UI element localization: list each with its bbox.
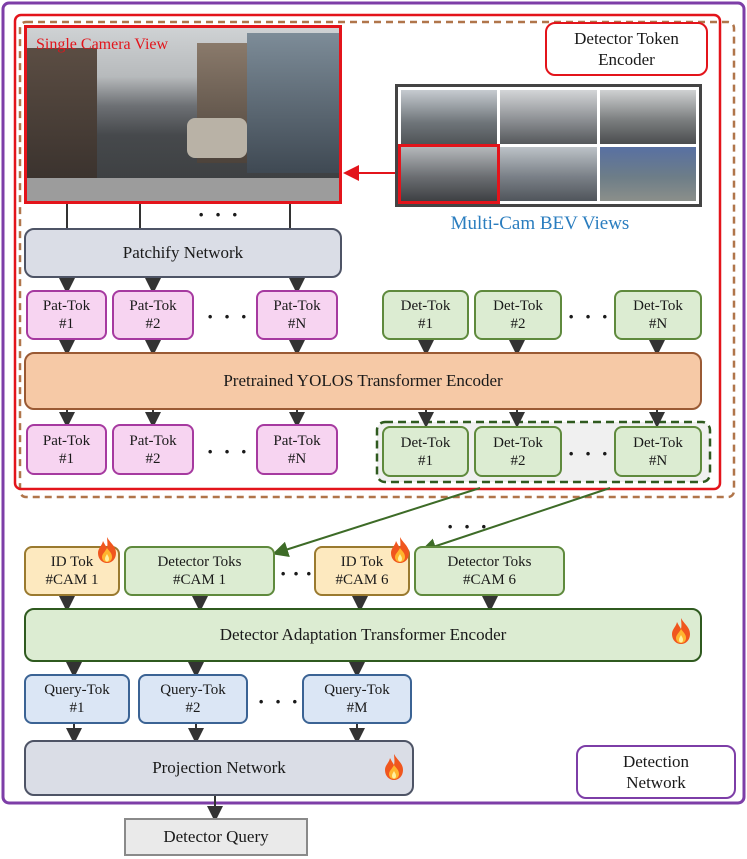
ellipsis: · · · [567,304,611,329]
detection-network-frame [1,1,746,805]
bev-thumbnail [599,147,696,201]
bev-thumbnail-selected [397,144,501,204]
query-token-m: Query-Tok #M [302,674,412,724]
det-token-2: Det-Tok #2 [474,290,562,340]
pat-token-n: Pat-Tok #N [256,290,338,340]
patchify-network: Patchify Network [24,228,342,278]
detector-tokens-cam-6: Detector Toks #CAM 6 [414,546,565,596]
det-token-out-n: Det-Tok #N [614,426,702,477]
detector-tokens-cam-1: Detector Toks #CAM 1 [124,546,275,596]
det-token-1: Det-Tok #1 [382,290,469,340]
flame-icon [672,618,690,644]
pat-token-out-2: Pat-Tok #2 [112,424,194,475]
pat-token-out-n: Pat-Tok #N [256,424,338,475]
multicam-grid [395,84,702,207]
id-token-cam-6: ID Tok #CAM 6 [314,546,410,596]
encoder-dashed-frame [18,20,736,499]
bev-thumbnail [599,90,696,144]
flame-icon [98,537,116,563]
det-token-out-1: Det-Tok #1 [382,426,469,477]
ellipsis: · · · [446,514,490,539]
pat-token-1: Pat-Tok #1 [26,290,107,340]
pat-token-out-1: Pat-Tok #1 [26,424,107,475]
bev-thumbnail [500,147,597,201]
ellipsis: · · · [197,202,241,227]
ellipsis: · · · [206,439,250,464]
detector-query-output: Detector Query [124,818,308,856]
projection-network: Projection Network [24,740,414,796]
flame-icon [385,754,403,780]
det-token-n: Det-Tok #N [614,290,702,340]
single-camera-title: Single Camera View [36,36,169,53]
multicam-title: Multi-Cam BEV Views [450,213,630,234]
ellipsis: · · · [206,304,250,329]
detection-network-label: Detection Network [576,745,736,799]
detector-adaptation-encoder: Detector Adaptation Transformer Encoder [24,608,702,662]
bev-thumbnail [401,90,498,144]
ellipsis: · · · [257,689,301,714]
query-token-1: Query-Tok #1 [24,674,130,724]
detector-token-encoder-frame [13,13,722,491]
yolos-transformer-encoder: Pretrained YOLOS Transformer Encoder [24,352,702,410]
single-camera-image [24,25,342,204]
flame-icon [391,537,409,563]
pat-token-2: Pat-Tok #2 [112,290,194,340]
detector-token-encoder-label: Detector Token Encoder [545,22,708,76]
query-token-2: Query-Tok #2 [138,674,248,724]
ellipsis: · · · [279,561,313,586]
ellipsis: · · · [567,441,611,466]
det-token-out-2: Det-Tok #2 [474,426,562,477]
bev-thumbnail [500,90,597,144]
